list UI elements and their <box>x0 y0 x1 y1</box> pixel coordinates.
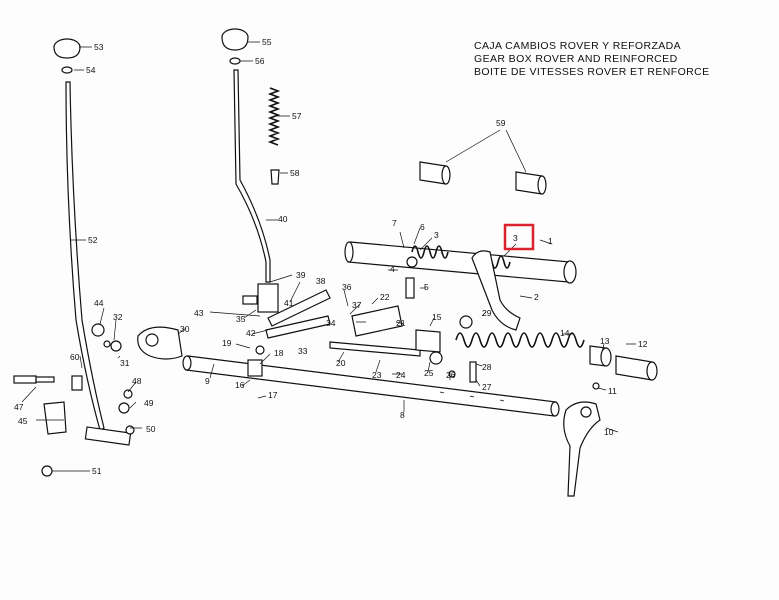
label-24: 24 <box>396 370 406 380</box>
label-3-highlighted: 3 <box>513 233 518 243</box>
label-37: 37 <box>352 300 362 310</box>
label-57: 57 <box>292 111 302 121</box>
label-38: 38 <box>316 276 326 286</box>
label-29: 29 <box>482 308 492 318</box>
label-59: 59 <box>496 118 506 128</box>
label-23: 23 <box>372 370 382 380</box>
label-14: 14 <box>560 328 570 338</box>
label-19: 19 <box>222 338 232 348</box>
label-31: 31 <box>120 358 130 368</box>
label-3-left: 3 <box>434 230 439 240</box>
label-1: 1 <box>548 236 553 246</box>
label-41: 41 <box>284 298 294 308</box>
label-13: 13 <box>600 336 610 346</box>
lower-shaft-assembly <box>329 305 658 383</box>
title-spanish: CAJA CAMBIOS ROVER Y REFORZADA <box>474 40 682 52</box>
label-28: 28 <box>482 362 492 372</box>
label-55: 55 <box>262 37 272 47</box>
label-2: 2 <box>534 292 539 302</box>
label-15: 15 <box>432 312 442 322</box>
label-30: 30 <box>180 324 190 334</box>
label-11: 11 <box>608 386 617 396</box>
middle-gear-lever <box>221 28 331 339</box>
label-7: 7 <box>392 218 397 228</box>
upper-shaft-1 <box>344 241 577 331</box>
label-32: 32 <box>113 312 123 322</box>
label-9: 9 <box>205 376 210 386</box>
label-18: 18 <box>274 348 284 358</box>
label-25: 25 <box>424 368 434 378</box>
label-17: 17 <box>268 390 278 400</box>
label-47: 47 <box>14 402 24 412</box>
label-60: 60 <box>70 352 80 362</box>
label-36: 36 <box>342 282 352 292</box>
label-6: 6 <box>420 222 425 232</box>
label-5: 5 <box>424 282 429 292</box>
label-35: 35 <box>236 314 246 324</box>
label-40: 40 <box>278 214 288 224</box>
label-16: 16 <box>235 380 245 390</box>
label-34: 34 <box>326 318 336 328</box>
label-20: 20 <box>336 358 346 368</box>
label-51: 51 <box>92 466 102 476</box>
label-58: 58 <box>290 168 300 178</box>
label-52: 52 <box>88 235 98 245</box>
label-33: 33 <box>298 346 308 356</box>
label-43: 43 <box>194 308 204 318</box>
label-4: 4 <box>390 264 395 274</box>
label-48: 48 <box>132 376 142 386</box>
left-small-parts <box>13 375 133 477</box>
highlight-box <box>503 223 535 251</box>
label-22: 22 <box>380 292 390 302</box>
title-english: GEAR BOX ROVER AND REINFORCED <box>474 53 678 65</box>
label-45: 45 <box>18 416 28 426</box>
label-50: 50 <box>146 424 156 434</box>
label-21: 21 <box>396 318 406 328</box>
label-39: 39 <box>296 270 306 280</box>
label-42: 42 <box>246 328 256 338</box>
label-26: 26 <box>446 370 456 380</box>
label-44: 44 <box>94 298 104 308</box>
sleeves-59 <box>419 129 547 195</box>
left-gear-lever <box>53 38 135 446</box>
selector-rod-8 <box>137 326 560 417</box>
label-56: 56 <box>255 56 265 66</box>
label-10: 10 <box>604 427 614 437</box>
title-french: BOITE DE VITESSES ROVER ET RENFORCE <box>474 66 710 78</box>
label-53: 53 <box>94 42 104 52</box>
label-8: 8 <box>400 410 405 420</box>
label-12: 12 <box>638 339 648 349</box>
selector-fork-10 <box>563 382 601 497</box>
label-54: 54 <box>86 65 96 75</box>
label-49: 49 <box>144 398 154 408</box>
label-27: 27 <box>482 382 492 392</box>
